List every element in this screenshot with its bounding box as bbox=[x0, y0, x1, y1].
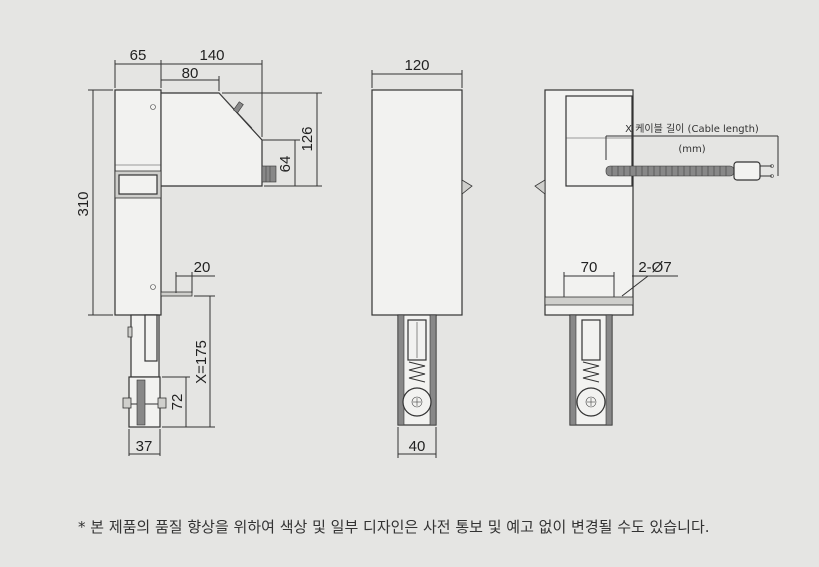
side-body bbox=[114, 89, 162, 316]
dim-310: 310 bbox=[75, 191, 92, 216]
dim-126: 126 bbox=[299, 126, 316, 151]
dim-72: 72 bbox=[169, 394, 186, 411]
dim-80: 80 bbox=[182, 65, 199, 82]
cable bbox=[605, 165, 735, 177]
front-view: 120 40 bbox=[371, 57, 473, 458]
power-plug bbox=[733, 161, 761, 181]
dim-20: 20 bbox=[194, 259, 211, 276]
toggle-switch bbox=[233, 101, 244, 114]
side-view: 65 140 80 126 64 310 20 X=175 bbox=[75, 47, 322, 456]
front-body bbox=[371, 89, 463, 316]
screw bbox=[150, 104, 156, 110]
screw bbox=[150, 284, 156, 290]
dim-65: 65 bbox=[130, 47, 147, 64]
cable-length-label: X 케이블 길이 (Cable length) bbox=[625, 122, 759, 135]
dim-140: 140 bbox=[199, 47, 224, 64]
cable-length-unit: (mm) bbox=[678, 144, 705, 155]
back-view: X 케이블 길이 (Cable length) (mm) 70 2-Ø7 bbox=[534, 89, 779, 426]
cable-plug bbox=[261, 165, 277, 183]
side-top-box bbox=[160, 92, 263, 187]
dim-120: 120 bbox=[404, 57, 429, 74]
dim-holes: 2-Ø7 bbox=[638, 259, 671, 276]
dim-x: X=175 bbox=[193, 340, 210, 384]
dim-70: 70 bbox=[581, 259, 598, 276]
dim-37: 37 bbox=[136, 438, 153, 455]
footnote: * 본 제품의 품질 향상을 위하여 색상 및 일부 디자인은 사전 통보 및 … bbox=[78, 518, 710, 536]
dim-64: 64 bbox=[277, 156, 294, 173]
dim-40: 40 bbox=[409, 438, 426, 455]
